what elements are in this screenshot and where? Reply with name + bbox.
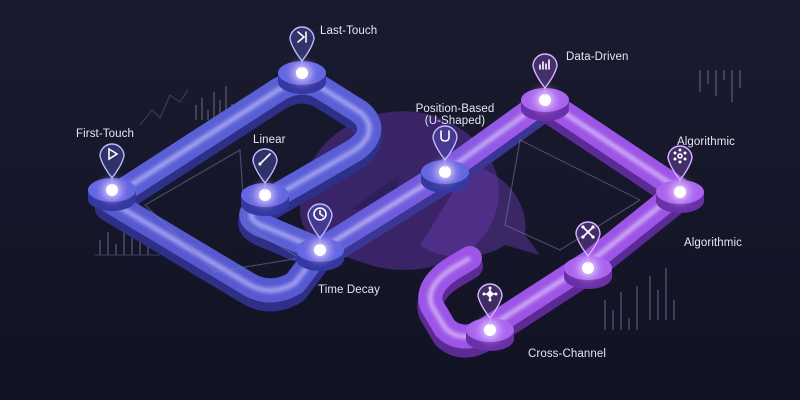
node-position-based[interactable] [421,125,469,193]
node-algorithmic-2[interactable] [564,221,612,289]
platform-outlines [144,139,642,273]
u-shape-icon [440,130,450,142]
node-first-touch[interactable] [88,143,136,211]
network-icon [673,148,687,164]
node-glow-dot [106,184,118,196]
node-glow-dot [582,262,594,274]
skip-forward-icon [297,31,307,43]
u-shape-icon-pin [432,125,458,168]
clock-icon [313,207,327,221]
label-data-driven: Data-Driven [566,51,629,63]
node-glow-dot [484,324,496,336]
label-first-touch: First-Touch [76,128,134,140]
hub-icon [482,286,498,302]
label-cross-channel: Cross-Channel [528,348,606,360]
node-glow-dot [539,94,551,106]
bar-chart-icon-pin [532,53,558,96]
node-glow-dot [439,166,451,178]
clock-icon-pin [307,203,333,246]
nodes-icon [581,225,595,239]
background-chart-right [604,70,741,330]
node-glow-dot [314,244,326,256]
label-position-based: Position-Based [415,103,495,115]
nodes-icon-pin [575,221,601,264]
node-last-touch[interactable] [278,26,326,94]
node-algorithmic-1[interactable] [656,145,704,213]
bar-chart-icon [539,59,550,70]
label-time-decay: Time Decay [318,284,380,296]
node-linear[interactable] [241,148,289,216]
diagonal-line-icon [258,153,271,166]
hub-icon-pin [477,283,503,326]
nodes-layer [88,26,704,351]
node-glow-dot [674,186,686,198]
node-data-driven[interactable] [521,53,569,121]
play-icon-pin [99,143,125,186]
node-glow-dot [259,189,271,201]
label-last-touch: Last-Touch [320,25,378,37]
label-position-based-line2: (U-Shaped) [424,115,486,127]
label-linear: Linear [253,134,286,146]
label-algorithmic-1: Algorithmic [677,136,735,148]
label-algorithmic-2: Algorithmic [684,237,742,249]
play-icon [108,147,119,161]
diagonal-line-icon-pin [252,148,278,191]
skip-forward-icon-pin [289,26,315,69]
node-cross-channel[interactable] [466,283,514,351]
node-glow-dot [296,67,308,79]
node-time-decay[interactable] [296,203,344,271]
network-icon-pin [667,145,693,188]
